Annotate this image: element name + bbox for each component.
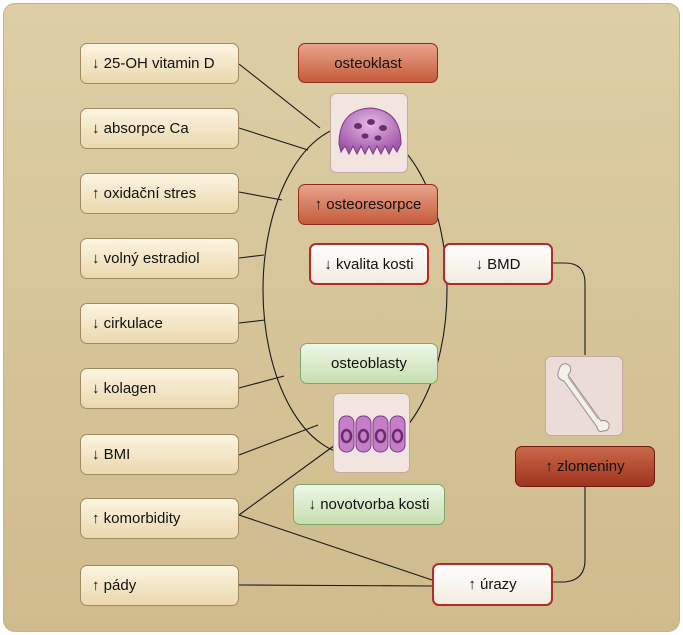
fractures-box: ↑ zlomeniny (515, 446, 655, 487)
line-estradiol (238, 254, 265, 259)
line-pady (238, 584, 433, 587)
factor-bmi: ↓ BMI (80, 434, 239, 475)
factor-komorbidity: ↑ komorbidity (80, 498, 239, 539)
bone-icon (557, 363, 610, 432)
bone-image (545, 356, 623, 436)
line-fracture-urazy (553, 487, 586, 583)
osteoblast-cells-icon (338, 415, 406, 453)
osteoresorption-box: ↑ osteoresorpce (298, 184, 438, 225)
bone-formation-box: ↓ novotvorba kosti (293, 484, 445, 525)
line-bmi (238, 424, 319, 456)
factor-oxidacni-stres: ↑ oxidační stres (80, 173, 239, 214)
line-kolagen (238, 375, 285, 389)
factor-kolagen: ↓ kolagen (80, 368, 239, 409)
line-cirkulace (238, 319, 266, 324)
factor-absorpce-ca: ↓ absorpce Ca (80, 108, 239, 149)
factor-pady: ↑ pády (80, 565, 239, 606)
osteoclast-label: osteoklast (298, 43, 438, 83)
factor-vitamin-d: ↓ 25-OH vitamin D (80, 43, 239, 84)
osteoclast-image (330, 93, 408, 173)
line-absorpce (238, 127, 309, 151)
factor-cirkulace: ↓ cirkulace (80, 303, 239, 344)
bone-quality-box: ↓ kvalita kosti (309, 243, 429, 285)
injuries-box: ↑ úrazy (432, 563, 553, 606)
line-komorbidity-urazy (238, 514, 433, 581)
factor-volny-estradiol: ↓ volný estradiol (80, 238, 239, 279)
line-vitamin-d (238, 63, 321, 129)
line-komorbidity-cell (238, 444, 336, 516)
osteoclast-cell-icon (338, 107, 402, 156)
line-oxidacni (238, 191, 283, 201)
osteoblast-image (333, 393, 410, 473)
osteoblasts-label: osteoblasty (300, 343, 438, 384)
line-bmd-fracture (525, 262, 586, 355)
bmd-box: ↓ BMD (443, 243, 553, 285)
